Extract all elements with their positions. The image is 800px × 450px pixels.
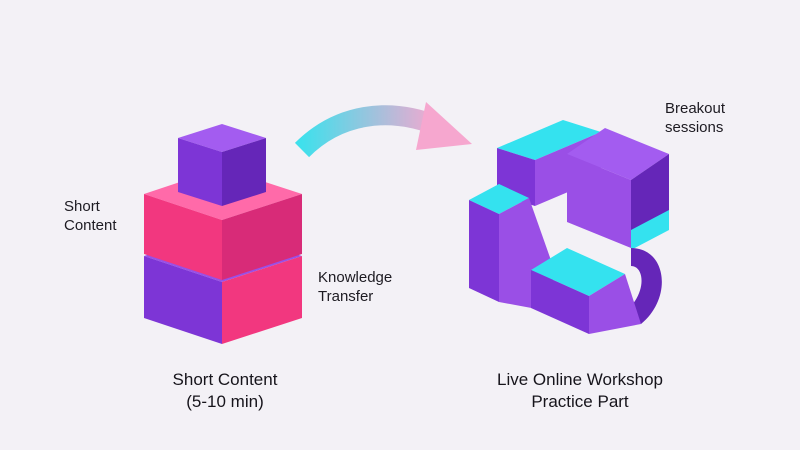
label-line: Knowledge: [318, 269, 393, 286]
label-breakout-sessions: Breakout sessions: [665, 99, 725, 137]
label-line: sessions: [665, 119, 724, 136]
caption-line: Live Online Workshop: [497, 370, 663, 389]
caption-line: Short Content: [172, 370, 278, 389]
curved-arrow-icon: [294, 102, 472, 158]
ring-cube-right: [567, 128, 669, 250]
caption-line: Practice Part: [531, 392, 629, 411]
stacked-cubes-icon: [144, 124, 302, 344]
label-line: Content: [64, 217, 117, 234]
label-line: Transfer: [318, 288, 374, 305]
interlocking-ring-icon: [469, 120, 669, 334]
top-purple-cube: [178, 124, 266, 206]
ring-bar-bottom: [531, 248, 641, 334]
caption-live-workshop: Live Online Workshop Practice Part: [470, 369, 690, 413]
label-knowledge-transfer: Knowledge Transfer: [318, 268, 392, 306]
ring-wedge-left: [469, 184, 553, 312]
caption-short-content: Short Content (5-10 min): [140, 369, 310, 413]
label-line: Short: [64, 198, 100, 215]
label-line: Breakout: [665, 100, 726, 117]
caption-line: (5-10 min): [186, 392, 264, 411]
label-short-content: Short Content: [64, 197, 117, 235]
